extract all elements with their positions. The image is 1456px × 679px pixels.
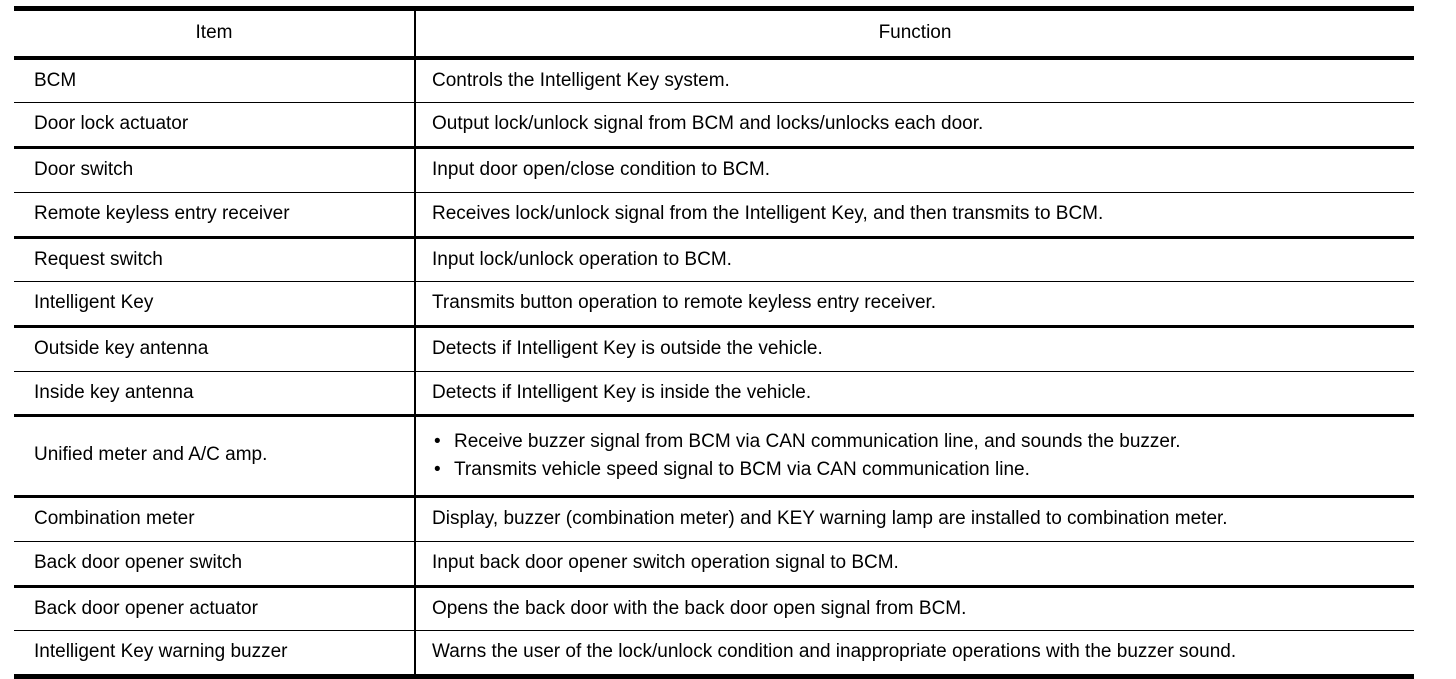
table-row: Inside key antenna Detects if Intelligen…	[14, 371, 1414, 416]
component-function-table: Item Function BCM Controls the Intellige…	[14, 6, 1414, 679]
table-header-row: Item Function	[14, 11, 1414, 58]
cell-item: Request switch	[14, 237, 415, 282]
cell-item: Outside key antenna	[14, 326, 415, 371]
cell-item: Combination meter	[14, 497, 415, 542]
cell-function: Input lock/unlock operation to BCM.	[415, 237, 1414, 282]
cell-item: Door lock actuator	[14, 103, 415, 148]
table-row: Door lock actuator Output lock/unlock si…	[14, 103, 1414, 148]
cell-function: Opens the back door with the back door o…	[415, 586, 1414, 631]
column-header-function: Function	[415, 11, 1414, 58]
cell-function: Input door open/close condition to BCM.	[415, 148, 1414, 193]
table-row: Back door opener actuator Opens the back…	[14, 586, 1414, 631]
cell-item: Unified meter and A/C amp.	[14, 416, 415, 497]
bullet-dot-icon: •	[434, 456, 441, 484]
list-item-label: Transmits vehicle speed signal to BCM vi…	[454, 459, 1030, 480]
cell-function-bullets: • Receive buzzer signal from BCM via CAN …	[415, 416, 1414, 497]
cell-function: Warns the user of the lock/unlock condit…	[415, 631, 1414, 677]
table-row: Intelligent Key Transmits button operati…	[14, 282, 1414, 327]
list-item: • Receive buzzer signal from BCM via CAN …	[432, 428, 1406, 456]
list-item-label: Receive buzzer signal from BCM via CAN c…	[454, 431, 1181, 452]
cell-item: Intelligent Key	[14, 282, 415, 327]
cell-item: Back door opener actuator	[14, 586, 415, 631]
cell-item: Back door opener switch	[14, 542, 415, 587]
table-row: BCM Controls the Intelligent Key system.	[14, 58, 1414, 103]
table-row: Combination meter Display, buzzer (combi…	[14, 497, 1414, 542]
table-row: Door switch Input door open/close condit…	[14, 148, 1414, 193]
table-body: Item Function BCM Controls the Intellige…	[14, 9, 1414, 679]
cell-function: Display, buzzer (combination meter) and …	[415, 497, 1414, 542]
bullet-list: • Receive buzzer signal from BCM via CAN …	[432, 428, 1406, 483]
table-row: Back door opener switch Input back door …	[14, 542, 1414, 587]
table-row: Outside key antenna Detects if Intellige…	[14, 326, 1414, 371]
cell-item: Intelligent Key warning buzzer	[14, 631, 415, 677]
cell-function: Output lock/unlock signal from BCM and l…	[415, 103, 1414, 148]
cell-item: Door switch	[14, 148, 415, 193]
cell-function: Receives lock/unlock signal from the Int…	[415, 192, 1414, 237]
cell-function: Controls the Intelligent Key system.	[415, 58, 1414, 103]
cell-item: Inside key antenna	[14, 371, 415, 416]
list-item: • Transmits vehicle speed signal to BCM v…	[432, 456, 1406, 484]
document-page: Item Function BCM Controls the Intellige…	[0, 0, 1456, 642]
cell-function: Transmits button operation to remote key…	[415, 282, 1414, 327]
cell-function: Input back door opener switch operation …	[415, 542, 1414, 587]
bullet-dot-icon: •	[434, 428, 441, 456]
cell-item: Remote keyless entry receiver	[14, 192, 415, 237]
table-row: Intelligent Key warning buzzer Warns the…	[14, 631, 1414, 677]
cell-item: BCM	[14, 58, 415, 103]
table-row: Remote keyless entry receiver Receives l…	[14, 192, 1414, 237]
table-row: Unified meter and A/C amp. • Receive buzz…	[14, 416, 1414, 497]
cell-function: Detects if Intelligent Key is inside the…	[415, 371, 1414, 416]
column-header-item: Item	[14, 11, 415, 58]
table-row: Request switch Input lock/unlock operati…	[14, 237, 1414, 282]
cell-function: Detects if Intelligent Key is outside th…	[415, 326, 1414, 371]
